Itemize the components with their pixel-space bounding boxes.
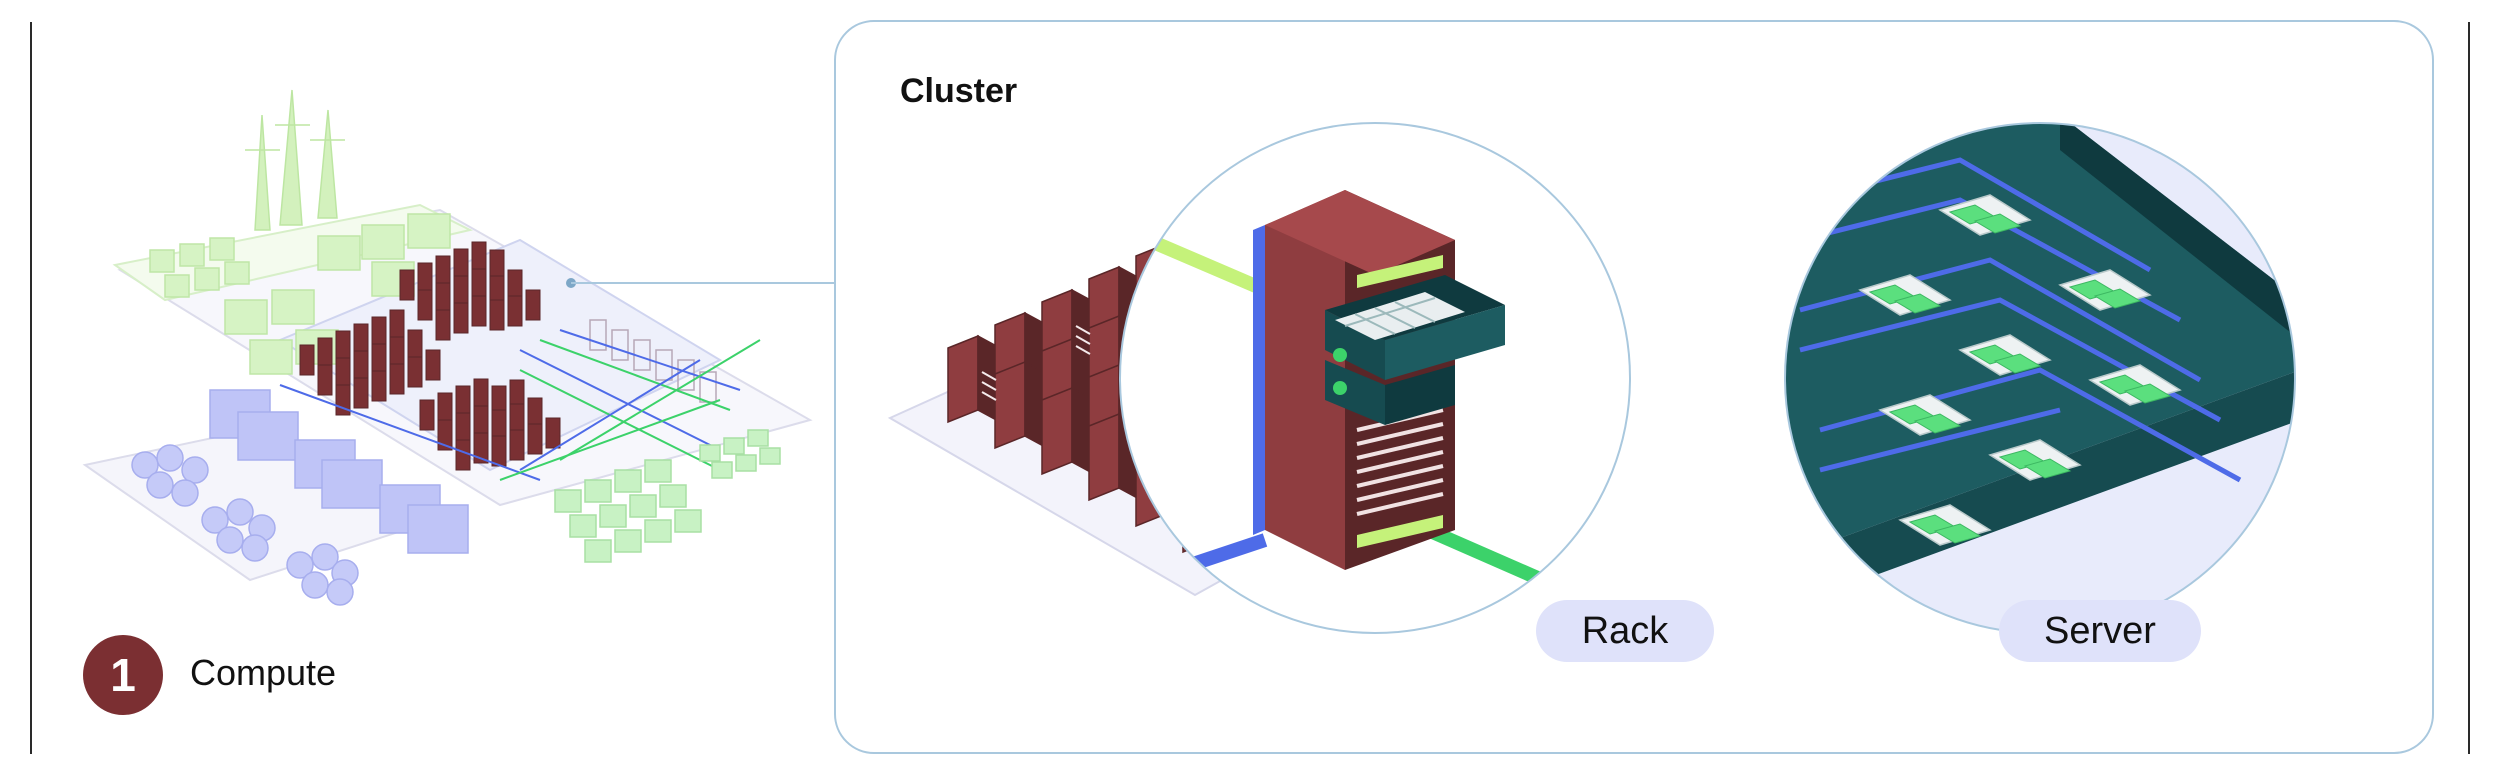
rack-zoom-bubble xyxy=(1119,122,1631,634)
rack-front-face xyxy=(1265,190,1345,570)
compute-cabling-grid xyxy=(279,329,761,481)
green-network-modules xyxy=(554,429,781,563)
rack-label: Rack xyxy=(1581,609,1669,652)
server-label-pill: Server xyxy=(1999,600,2201,662)
compute-hall-racks xyxy=(299,241,561,471)
server-label: Server xyxy=(2044,609,2156,652)
transmission-tower-icon xyxy=(245,89,345,231)
rack-blue-edge xyxy=(1253,225,1265,535)
step-label: Compute xyxy=(190,652,337,693)
server-zoom-bubble xyxy=(1784,122,2296,634)
rack-top-face xyxy=(1265,190,1455,275)
cluster-title: Cluster xyxy=(900,72,1018,110)
chiller-fan-blocks xyxy=(131,444,359,606)
cooling-unit-blocks xyxy=(209,389,469,554)
left-divider-line xyxy=(30,22,32,754)
right-divider-line xyxy=(2468,22,2470,754)
step-number-badge: 1 xyxy=(83,635,163,715)
datacenter-overview-illustration xyxy=(82,89,834,606)
rack-label-pill: Rack xyxy=(1536,600,1714,662)
